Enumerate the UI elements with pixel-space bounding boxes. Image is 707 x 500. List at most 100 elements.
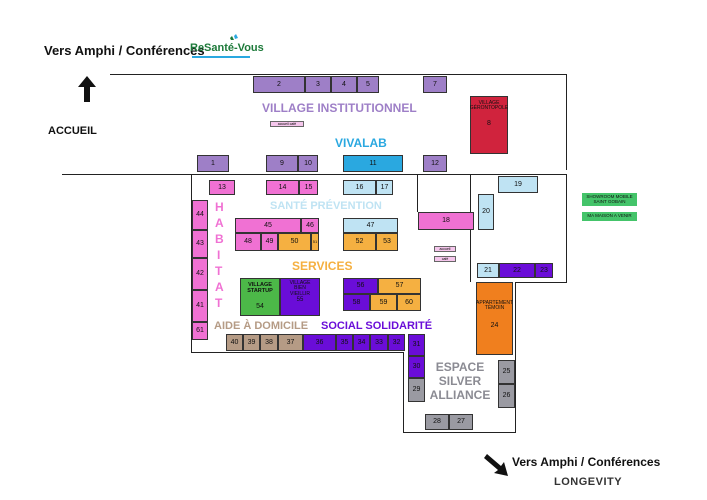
booth-55-line: BIEN xyxy=(294,285,306,292)
booth-41[interactable]: 41 xyxy=(192,290,208,322)
booth-18[interactable]: 18 xyxy=(418,212,474,230)
zone-aide-domicile: AIDE À DOMICILE xyxy=(214,320,309,332)
booth-57[interactable]: 57 xyxy=(378,278,421,294)
booth-11[interactable]: 11 xyxy=(343,155,403,172)
booth-26[interactable]: 26 xyxy=(498,384,515,408)
zone-sante-prevention: SANTÉ PRÉVENTION xyxy=(270,200,382,212)
habitat-letter: T xyxy=(215,264,223,278)
booth-50[interactable]: 50 xyxy=(278,233,311,251)
wall-silver-bottom xyxy=(403,432,516,433)
booth-58[interactable]: 58 xyxy=(343,294,370,311)
tag-cafe: café xyxy=(434,256,456,262)
espace-silver-line: SILVER xyxy=(438,374,482,388)
booth-8-line: GÉRONTOPOLE xyxy=(469,105,509,112)
booth-39[interactable]: 39 xyxy=(243,334,260,351)
booth-38[interactable]: 38 xyxy=(260,334,278,351)
booth-42[interactable]: 42 xyxy=(192,258,208,290)
booth-16[interactable]: 16 xyxy=(343,180,376,195)
wall-right-drop xyxy=(515,282,516,432)
booth-29[interactable]: 29 xyxy=(408,378,425,402)
booth-21[interactable]: 21 xyxy=(477,263,499,278)
booth-45[interactable]: 45 xyxy=(235,218,301,233)
accueil-label: ACCUEIL xyxy=(48,125,97,137)
zone-vivalab: VIVALAB xyxy=(335,136,387,150)
booth-49[interactable]: 49 xyxy=(261,233,278,251)
booth-20[interactable]: 20 xyxy=(478,194,494,230)
booth-55-line: VILLAGE xyxy=(289,280,311,286)
booth-19[interactable]: 19 xyxy=(498,176,538,193)
booth-8-village-gerontopole[interactable]: VILLAGE GÉRONTOPOLE 8 xyxy=(470,96,508,154)
habitat-letter: B xyxy=(215,232,224,246)
booth-30[interactable]: 30 xyxy=(408,356,425,378)
wall-silver-left xyxy=(403,352,404,432)
booth-44[interactable]: 44 xyxy=(192,200,208,230)
wall-partition xyxy=(417,174,418,212)
booth-23[interactable]: 23 xyxy=(535,263,553,278)
booth-12[interactable]: 12 xyxy=(423,155,447,172)
booth-15[interactable]: 15 xyxy=(299,180,318,195)
booth-9[interactable]: 9 xyxy=(266,155,298,172)
booth-24-line: APPARTEMENT xyxy=(475,300,514,306)
booth-36[interactable]: 36 xyxy=(303,334,336,351)
booth-61[interactable]: 61 xyxy=(192,322,208,340)
booth-7[interactable]: 7 xyxy=(423,76,447,93)
booth-33[interactable]: 33 xyxy=(370,334,388,351)
booth-55-number: 55 xyxy=(296,296,304,303)
booth-48[interactable]: 48 xyxy=(235,233,261,251)
booth-22[interactable]: 22 xyxy=(499,263,535,278)
booth-55-village-bien-vieillir[interactable]: VILLAGE BIEN VIEILLIR 55 xyxy=(280,278,320,316)
booth-32[interactable]: 32 xyxy=(388,334,405,351)
booth-54-line: STARTUP xyxy=(247,287,273,294)
booth-53[interactable]: 53 xyxy=(376,233,398,251)
booth-34[interactable]: 34 xyxy=(353,334,370,351)
booth-5[interactable]: 5 xyxy=(357,76,379,93)
habitat-letter: A xyxy=(215,216,224,230)
booth-1[interactable]: 1 xyxy=(197,155,229,172)
bottom-direction-label: Vers Amphi / Conférences xyxy=(512,455,661,469)
booth-4[interactable]: 4 xyxy=(331,76,357,93)
booth-2[interactable]: 2 xyxy=(253,76,305,93)
booth-51[interactable]: 51 xyxy=(311,233,319,251)
booth-24-appartement-temoin[interactable]: APPARTEMENT TÉMOIN 24 xyxy=(476,282,513,355)
logo-underline xyxy=(192,56,250,58)
booth-14[interactable]: 14 xyxy=(266,180,299,195)
booth-54-number: 54 xyxy=(256,302,264,310)
espace-silver-line: ALLIANCE xyxy=(429,388,491,402)
wall-left-accueil xyxy=(62,174,417,175)
booth-55-line: VIEILLIR xyxy=(289,290,310,297)
booth-13[interactable]: 13 xyxy=(209,180,235,195)
wall-top xyxy=(110,74,566,75)
booth-52[interactable]: 52 xyxy=(343,233,376,251)
logo-resante-vous: ReSanté-Vous xyxy=(190,34,264,62)
booth-54-village-startup[interactable]: VILLAGE STARTUP 54 xyxy=(240,278,280,316)
booth-60[interactable]: 60 xyxy=(397,294,421,311)
booth-46[interactable]: 46 xyxy=(301,218,319,233)
wall-inner-left xyxy=(191,174,192,352)
booth-31[interactable]: 31 xyxy=(408,334,425,356)
booth-24-line: TÉMOIN xyxy=(484,305,505,312)
booth-40[interactable]: 40 xyxy=(226,334,243,351)
booth-59[interactable]: 59 xyxy=(370,294,397,311)
booth-17[interactable]: 17 xyxy=(376,180,393,195)
habitat-letter: I xyxy=(217,248,221,262)
booth-27[interactable]: 27 xyxy=(449,414,473,430)
logo-longevity: LONGEVITY xyxy=(554,476,623,488)
booth-25[interactable]: 25 xyxy=(498,360,515,384)
zone-services: SERVICES xyxy=(292,259,353,273)
booth-3[interactable]: 3 xyxy=(305,76,331,93)
wall-right-base xyxy=(515,282,567,283)
booth-35[interactable]: 35 xyxy=(336,334,353,351)
tag-accueil-cafe: accueil café xyxy=(270,121,304,127)
booth-10[interactable]: 10 xyxy=(298,155,318,172)
booth-47[interactable]: 47 xyxy=(343,218,398,233)
showroom-saint-gobain-label: SHOWROOM MOBILE SAINT GOBAIN xyxy=(582,193,637,206)
wall-mid-right xyxy=(417,174,566,175)
habitat-letter: A xyxy=(215,280,224,294)
habitat-letter: T xyxy=(215,296,223,310)
wall-right-lower xyxy=(566,174,567,282)
booth-56[interactable]: 56 xyxy=(343,278,378,294)
ma-maison-a-venir-label: MA MAISON A VENIR xyxy=(582,212,637,221)
booth-37[interactable]: 37 xyxy=(278,334,303,351)
booth-28[interactable]: 28 xyxy=(425,414,449,430)
booth-43[interactable]: 43 xyxy=(192,230,208,258)
